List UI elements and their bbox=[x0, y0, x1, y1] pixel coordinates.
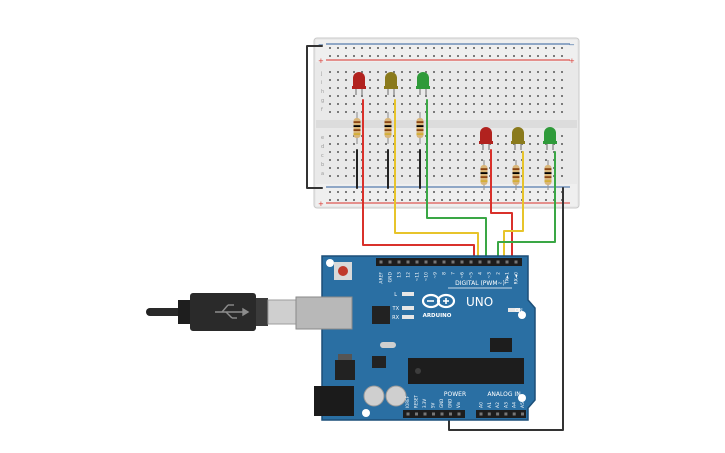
usb-symbol-icon bbox=[215, 304, 250, 319]
analog-pin-label: A3 bbox=[503, 402, 509, 408]
led-rx-label: RX bbox=[392, 315, 399, 321]
row-letter: i bbox=[321, 80, 322, 86]
led-yellow bbox=[511, 127, 525, 150]
led-green bbox=[543, 127, 557, 150]
wire-yellow-2 bbox=[503, 151, 524, 263]
resistor bbox=[353, 112, 361, 144]
resistor bbox=[480, 160, 488, 190]
resistor bbox=[544, 160, 552, 190]
analog-header bbox=[476, 410, 526, 418]
wire-yellow-1 bbox=[394, 99, 479, 263]
wires bbox=[306, 45, 564, 431]
power-pin-label: IOREF bbox=[405, 395, 410, 408]
digital-pin-label: 2 bbox=[496, 272, 502, 275]
usb-cable bbox=[146, 293, 297, 331]
row-letter: g bbox=[321, 98, 324, 104]
led-red bbox=[352, 72, 366, 95]
analog-pin-label: A2 bbox=[495, 402, 501, 408]
wire-black-rail-loop bbox=[306, 45, 323, 189]
digital-pin-label: 12 bbox=[406, 272, 412, 278]
resistor bbox=[416, 112, 424, 144]
wire-red-2 bbox=[490, 149, 513, 263]
arduino-uno-board: L TX RX ON UNO ARDUINO DIGITAL (PWM~) PO… bbox=[295, 255, 536, 421]
row-letter: e bbox=[321, 135, 324, 141]
rail-plus-label-bottom: + bbox=[318, 200, 324, 208]
analog-pin-label: A4 bbox=[512, 402, 518, 408]
digital-pin-label: TX►1 bbox=[505, 272, 511, 285]
rail-plus-label-right: + bbox=[569, 57, 575, 65]
digital-pin-label: ~9 bbox=[433, 272, 439, 279]
digital-pin-label: ~5 bbox=[469, 272, 475, 279]
row-letter: c bbox=[321, 153, 324, 159]
analog-pin-label: A1 bbox=[487, 402, 493, 408]
row-letter: a bbox=[321, 171, 324, 177]
power-pin-label: GND bbox=[448, 399, 453, 408]
row-letter: d bbox=[321, 144, 324, 150]
digital-pin-label: 8 bbox=[442, 272, 448, 275]
row-letter: b bbox=[321, 162, 324, 168]
resistor bbox=[384, 112, 392, 144]
digital-pin-label: RX◄0 bbox=[514, 272, 520, 285]
digital-header-label: DIGITAL (PWM~) bbox=[455, 280, 505, 287]
wire-green-1 bbox=[426, 99, 487, 263]
digital-pin-label: ~10 bbox=[424, 272, 430, 282]
digital-pin-label: ~11 bbox=[415, 272, 421, 282]
analog-pin-label: A5 bbox=[520, 402, 526, 408]
led-l-label: L bbox=[394, 292, 397, 298]
digital-pin-label: ~6 bbox=[460, 272, 466, 279]
power-pin-label: Vin bbox=[456, 401, 461, 408]
usb-socket bbox=[295, 296, 353, 330]
row-letter: f bbox=[321, 107, 323, 113]
digital-header bbox=[376, 258, 522, 266]
row-letter: j bbox=[320, 71, 322, 77]
power-jack bbox=[314, 386, 354, 416]
power-pin-label: 3.3V bbox=[422, 399, 427, 408]
led-tx-label: TX bbox=[392, 306, 400, 312]
rail-minus-label-right: − bbox=[569, 41, 575, 49]
power-pin-label: 5V bbox=[431, 402, 436, 408]
atmega-chip bbox=[408, 358, 524, 384]
on-led-label: ON bbox=[515, 308, 523, 314]
digital-pin-label: 7 bbox=[451, 272, 457, 275]
leds bbox=[352, 72, 557, 150]
digital-pin-label: 4 bbox=[478, 272, 484, 275]
led-yellow bbox=[384, 72, 398, 95]
power-pin-label: RESET bbox=[414, 395, 419, 408]
rail-plus-label: + bbox=[318, 57, 324, 65]
analog-header-label: ANALOG IN bbox=[487, 391, 520, 398]
digital-pin-label: 13 bbox=[397, 272, 403, 278]
board-model-label: UNO bbox=[466, 295, 493, 309]
led-red bbox=[479, 127, 493, 150]
power-pin-label: GND bbox=[439, 399, 444, 408]
resistor bbox=[512, 160, 520, 190]
led-green bbox=[416, 72, 430, 95]
wire-green-2 bbox=[497, 151, 556, 263]
wire-black-gnd bbox=[448, 187, 564, 431]
digital-pin-label: AREF bbox=[379, 272, 385, 284]
wire-red-1 bbox=[362, 99, 475, 263]
arduino-logo-icon bbox=[421, 293, 456, 309]
reset-button[interactable] bbox=[334, 262, 352, 280]
row-letter: h bbox=[321, 89, 324, 95]
power-header-label: POWER bbox=[444, 391, 466, 398]
resistors bbox=[353, 112, 552, 190]
brand-label: ARDUINO bbox=[423, 313, 452, 319]
digital-pin-label: ~3 bbox=[487, 272, 493, 279]
analog-pin-label: A0 bbox=[479, 402, 485, 408]
digital-pin-label: GND bbox=[388, 271, 394, 282]
